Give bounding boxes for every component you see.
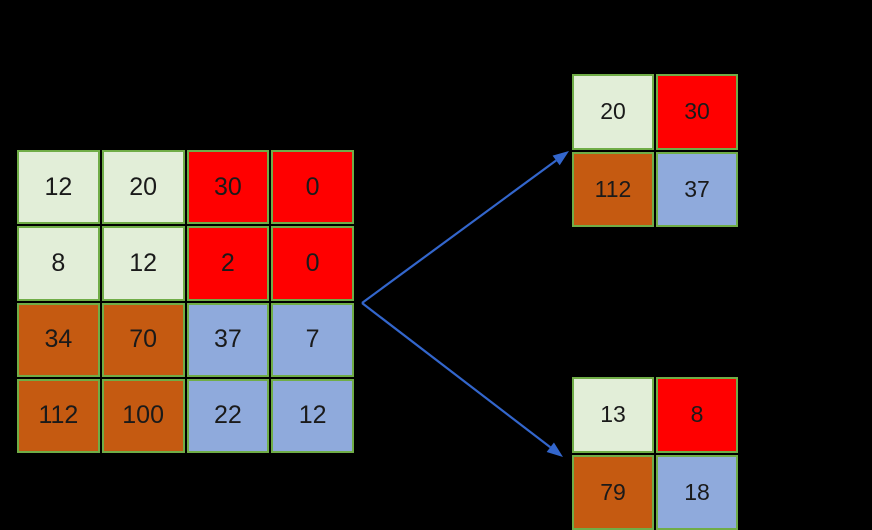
matrix-cell: 30 [656, 74, 738, 150]
matrix-cell: 2 [187, 226, 270, 300]
matrix-cell: 37 [656, 152, 738, 228]
matrix-cell: 12 [17, 150, 100, 224]
matrix-cell: 20 [572, 74, 654, 150]
matrix-cell: 20 [102, 150, 185, 224]
matrix-cell: 112 [572, 152, 654, 228]
matrix-cell: 12 [102, 226, 185, 300]
arrow-to-top-output-head [553, 151, 569, 165]
arrow-to-bottom-output-line [362, 303, 550, 447]
matrix-cell: 7 [271, 303, 354, 377]
matrix-cell: 8 [656, 377, 738, 453]
matrix-cell: 34 [17, 303, 100, 377]
arrow-to-bottom-output-head [547, 443, 563, 457]
matrix-cell: 13 [572, 377, 654, 453]
matrix-cell: 8 [17, 226, 100, 300]
matrix-cell: 100 [102, 379, 185, 453]
arrow-to-top-output-line [362, 160, 556, 303]
matrix-cell: 22 [187, 379, 270, 453]
matrix-cell: 70 [102, 303, 185, 377]
matrix-cell: 112 [17, 379, 100, 453]
matrix-cell: 30 [187, 150, 270, 224]
matrix-cell: 12 [271, 379, 354, 453]
matrix-cell: 79 [572, 455, 654, 530]
matrix-cell: 0 [271, 226, 354, 300]
matrix-cell: 0 [271, 150, 354, 224]
matrix-cell: 37 [187, 303, 270, 377]
matrix-cell: 18 [656, 455, 738, 530]
